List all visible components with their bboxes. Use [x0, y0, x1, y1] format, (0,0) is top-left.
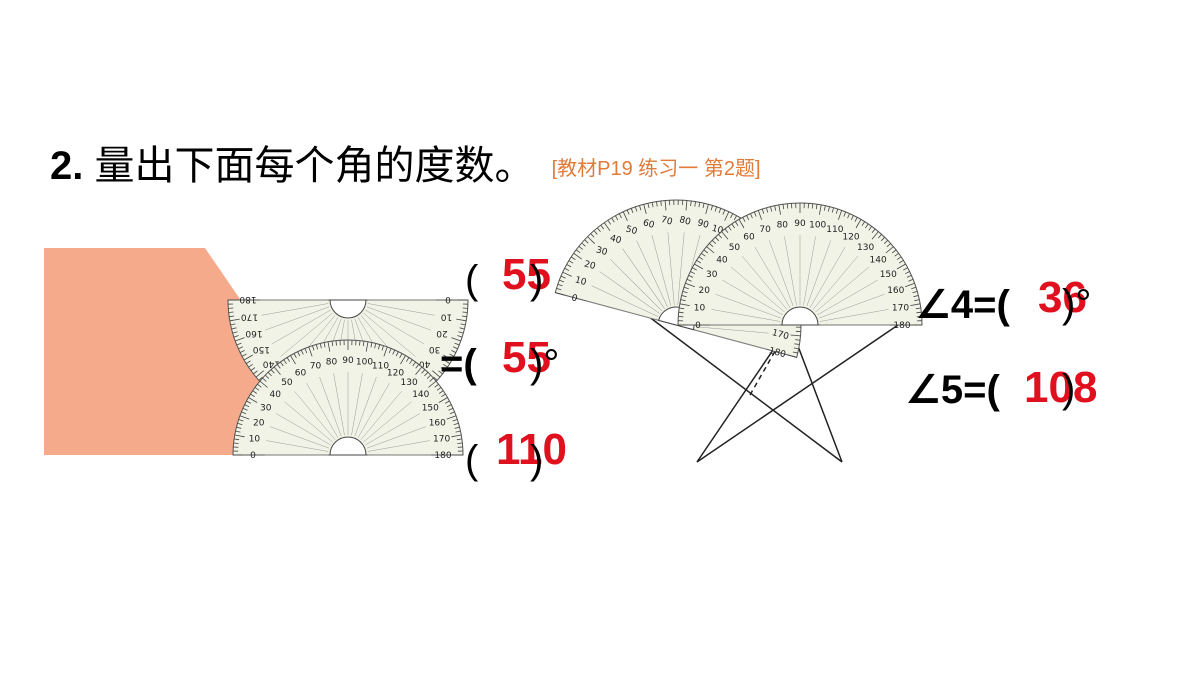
svg-text:90: 90 [794, 219, 806, 229]
svg-text:50: 50 [625, 225, 639, 238]
question-number: 2. [50, 144, 84, 188]
svg-text:140: 140 [412, 390, 429, 400]
svg-text:20: 20 [436, 328, 448, 338]
svg-text:180: 180 [239, 294, 256, 304]
answer-3-close-paren: ) [530, 438, 544, 482]
svg-text:150: 150 [422, 404, 439, 414]
svg-text:100: 100 [356, 357, 373, 367]
svg-text:10: 10 [249, 435, 261, 445]
svg-text:140: 140 [870, 255, 887, 265]
answer-1-value: 55 [502, 250, 551, 299]
svg-text:70: 70 [759, 225, 771, 235]
svg-text:40: 40 [419, 358, 431, 368]
answer-4-close: )° [1062, 282, 1092, 326]
svg-text:0: 0 [695, 321, 701, 331]
svg-text:60: 60 [743, 233, 755, 243]
svg-text:10: 10 [694, 303, 706, 313]
svg-text:120: 120 [387, 369, 404, 379]
answer-3-value: 110 [496, 425, 567, 474]
answer-1-open-paren: ( [465, 258, 479, 302]
answer-2-close: )° [530, 342, 560, 386]
svg-text:170: 170 [241, 311, 258, 321]
svg-text:80: 80 [777, 221, 789, 231]
svg-text:150: 150 [880, 270, 897, 280]
orange-shape [44, 248, 275, 455]
svg-text:30: 30 [706, 270, 718, 280]
answer-3-open-paren: ( [465, 438, 479, 482]
svg-text:150: 150 [253, 344, 270, 354]
svg-text:10: 10 [574, 275, 588, 288]
svg-text:40: 40 [269, 390, 281, 400]
svg-text:160: 160 [245, 328, 262, 338]
answer-5-close: ) [1062, 367, 1076, 411]
question-text: 量出下面每个角的度数。 [94, 144, 535, 188]
svg-text:90: 90 [342, 356, 354, 366]
svg-text:130: 130 [401, 378, 418, 388]
svg-text:0: 0 [445, 294, 451, 304]
svg-text:170: 170 [433, 435, 450, 445]
svg-text:50: 50 [281, 378, 293, 388]
svg-text:120: 120 [842, 233, 859, 243]
svg-text:70: 70 [660, 215, 674, 228]
svg-text:100: 100 [809, 221, 826, 231]
svg-text:70: 70 [310, 362, 322, 372]
svg-text:180: 180 [768, 346, 787, 360]
svg-text:180: 180 [893, 321, 910, 331]
svg-text:140: 140 [263, 358, 280, 368]
answer-5-value: 108 [1024, 363, 1098, 412]
svg-text:20: 20 [253, 419, 265, 429]
svg-text:160: 160 [887, 286, 904, 296]
svg-text:90: 90 [696, 218, 710, 231]
svg-text:30: 30 [595, 245, 609, 258]
svg-text:40: 40 [609, 234, 623, 247]
answer-1-close-paren: ) [530, 258, 544, 302]
question-source: [教材P19 练习一 第2题] [551, 158, 761, 180]
svg-text:110: 110 [826, 225, 843, 235]
svg-text:80: 80 [326, 357, 338, 367]
svg-text:130: 130 [857, 243, 874, 253]
svg-text:0: 0 [570, 293, 578, 304]
svg-text:10: 10 [441, 311, 453, 321]
svg-text:60: 60 [642, 218, 656, 231]
svg-text:80: 80 [678, 215, 692, 228]
svg-text:110: 110 [372, 362, 389, 372]
answer-4-value: 36 [1038, 273, 1087, 322]
question-title: 2. 量出下面每个角的度数。 [教材P19 练习一 第2题] [50, 133, 761, 191]
answer-4-label: ∠4=( [915, 283, 1010, 327]
svg-text:40: 40 [716, 255, 728, 265]
svg-text:20: 20 [698, 286, 710, 296]
svg-text:160: 160 [429, 419, 446, 429]
svg-text:30: 30 [429, 344, 441, 354]
svg-text:60: 60 [295, 369, 307, 379]
svg-text:170: 170 [892, 303, 909, 313]
answer-2-value: 55 [502, 333, 551, 382]
svg-text:20: 20 [583, 259, 597, 272]
svg-text:50: 50 [729, 243, 741, 253]
svg-text:170: 170 [771, 328, 790, 342]
svg-text:30: 30 [260, 404, 272, 414]
answer-5-label: ∠5=( [905, 368, 1000, 412]
answer-2-label: =( [440, 342, 477, 386]
svg-text:0: 0 [250, 451, 256, 461]
svg-text:180: 180 [434, 451, 451, 461]
